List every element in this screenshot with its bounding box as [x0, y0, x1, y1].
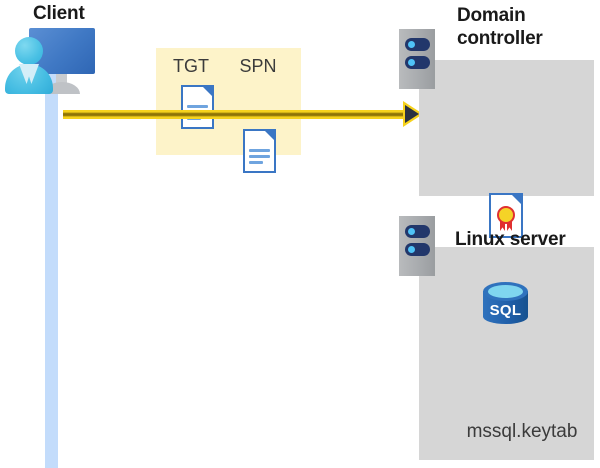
client-title: Client — [33, 3, 85, 24]
arrow-right-icon-line — [63, 110, 406, 119]
arrow-right-icon-head — [403, 101, 425, 127]
server-tower-icon — [399, 216, 435, 276]
user-head-icon — [15, 37, 43, 65]
monitor-neck-icon — [56, 74, 67, 84]
credential-label-spn: SPN — [239, 56, 277, 76]
keytab-label: mssql.keytab — [466, 421, 578, 442]
sql-database-label: SQL — [489, 302, 522, 319]
linux-server-title: Linux server — [455, 229, 566, 250]
client-workstation-icon — [4, 28, 100, 94]
domain-controller-title: Domain controller — [457, 5, 543, 49]
document-icon — [181, 85, 214, 129]
domain-controller-zone — [419, 60, 594, 196]
monitor-base-icon — [44, 82, 80, 94]
sql-database-icon: SQL — [483, 282, 528, 332]
client-lifeline — [45, 72, 58, 468]
server-tower-icon — [399, 29, 435, 89]
credential-label-tgt: TGT — [173, 56, 209, 76]
credentials-highlight-box — [156, 48, 301, 155]
certificate-document-icon — [489, 193, 523, 238]
document-icon — [243, 129, 276, 173]
